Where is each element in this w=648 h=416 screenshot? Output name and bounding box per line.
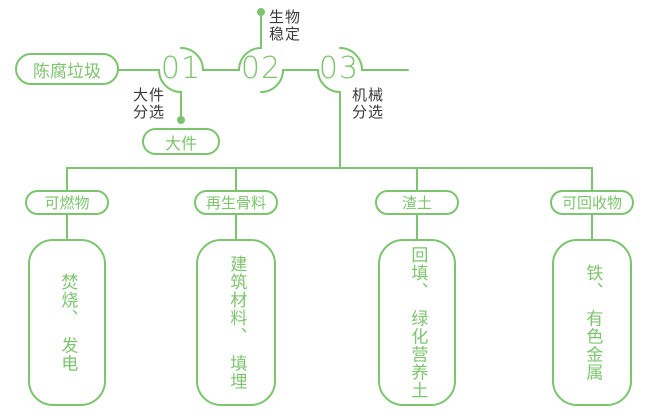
outcome-text: 焚烧、 发电 <box>57 272 78 373</box>
category-label: 可燃物 <box>44 194 90 212</box>
outcome-box-slag-soil: 回填、 绿化营养土 <box>378 239 456 406</box>
step-01-number: 01 <box>160 51 202 86</box>
category-label: 渣土 <box>401 194 432 212</box>
main-line-segment-3 <box>260 69 341 169</box>
source-node: 陈腐垃圾 <box>15 53 119 85</box>
step-03-number: 03 <box>318 51 360 86</box>
category-label: 可回收物 <box>561 194 622 212</box>
main-line-segment-4 <box>339 47 409 71</box>
outcome-box-combustibles: 焚烧、 发电 <box>28 239 106 406</box>
step-02-label: 生物稳定 <box>269 8 302 43</box>
outcome-text: 建筑材料、 填埋 <box>226 254 247 391</box>
category-node-recycled-aggregate: 再生骨料 <box>194 190 278 215</box>
category-node-slag-soil: 渣土 <box>375 190 459 215</box>
outcome-box-recycled-aggregate: 建筑材料、 填埋 <box>196 239 276 406</box>
source-label: 陈腐垃圾 <box>33 61 101 82</box>
outcome-text: 回填、 绿化营养土 <box>407 245 428 400</box>
outcome-text: 铁、 有色金属 <box>582 263 603 382</box>
category-node-combustibles: 可燃物 <box>25 190 109 215</box>
outcome-box-recyclables: 铁、 有色金属 <box>552 239 632 406</box>
category-label: 再生骨料 <box>205 194 266 212</box>
step-02-number: 02 <box>240 51 282 86</box>
category-node-recyclables: 可回收物 <box>550 190 634 215</box>
branch-bar <box>66 167 593 191</box>
step-01-label: 大件分选 <box>133 86 166 121</box>
bulky-branch-dot <box>177 116 185 124</box>
bulky-output-label: 大件 <box>164 133 197 153</box>
step-03-label: 机械分选 <box>352 86 385 121</box>
main-line-segment-1 <box>118 69 182 117</box>
bio-branch-dot <box>257 8 265 16</box>
bulky-output-node: 大件 <box>142 128 220 155</box>
main-line-segment-2 <box>180 15 262 71</box>
